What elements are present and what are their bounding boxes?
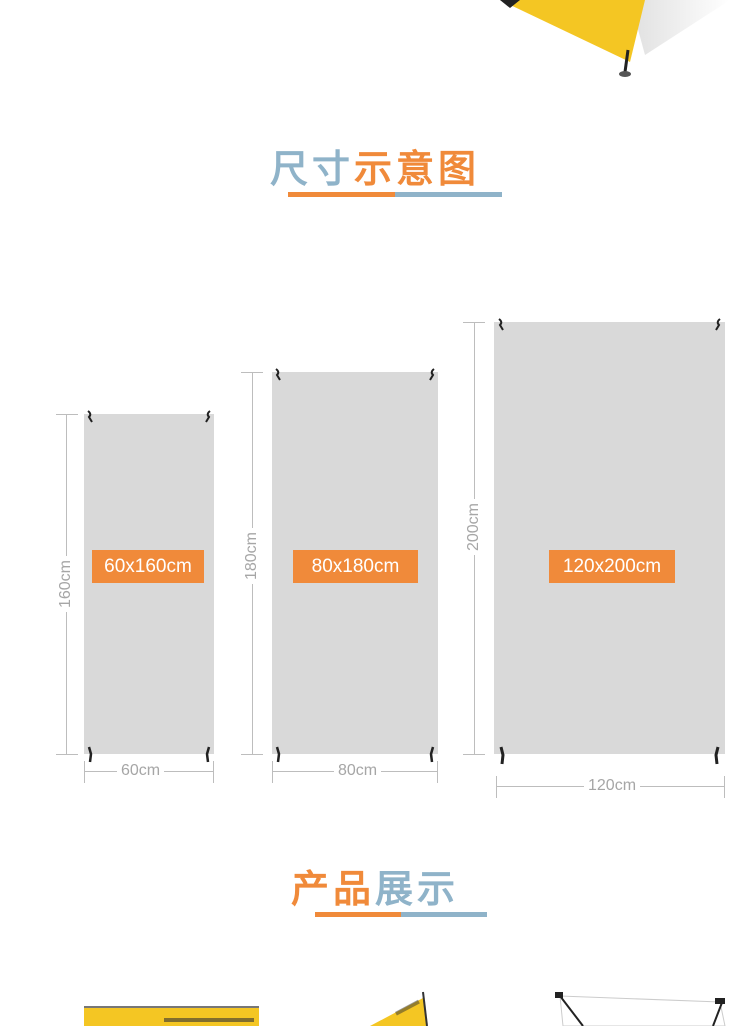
product-photo-right bbox=[555, 992, 730, 1026]
corner-hook-icon bbox=[428, 746, 436, 763]
banner-120x200 bbox=[494, 322, 725, 754]
size-title-part1: 尺寸 bbox=[269, 147, 354, 191]
corner-hook-icon bbox=[86, 410, 94, 424]
product-title-underline-blue bbox=[401, 912, 487, 917]
corner-hook-icon bbox=[497, 318, 505, 332]
width-dim-text: 120cm bbox=[584, 777, 641, 795]
height-dim-tick bbox=[56, 414, 78, 415]
height-dim-text: 180cm bbox=[241, 528, 263, 584]
banner-size-label: 80x180cm bbox=[293, 550, 418, 583]
corner-hook-icon bbox=[714, 318, 722, 332]
width-dim-text: 60cm bbox=[117, 762, 165, 780]
corner-hook-icon bbox=[274, 746, 282, 763]
height-dim-text: 200cm bbox=[463, 499, 485, 555]
width-dim-tick bbox=[724, 776, 725, 798]
corner-hook-icon bbox=[498, 746, 506, 765]
top-product-photo bbox=[480, 0, 750, 85]
product-photo-left bbox=[84, 1006, 259, 1026]
product-title-part2: 展示 bbox=[375, 867, 460, 911]
height-dim-tick bbox=[56, 754, 78, 755]
size-title-underline-blue bbox=[395, 192, 502, 197]
height-dim-tick bbox=[463, 754, 485, 755]
width-dim-tick bbox=[272, 761, 273, 783]
width-dim-tick bbox=[496, 776, 497, 798]
width-dim-tick bbox=[84, 761, 85, 783]
banner-size-label: 120x200cm bbox=[549, 550, 675, 583]
corner-hook-icon bbox=[86, 746, 94, 763]
corner-hook-icon bbox=[204, 746, 212, 763]
size-title-part2: 示意图 bbox=[354, 147, 481, 191]
corner-hook-icon bbox=[428, 368, 436, 382]
product-section-title: 产品展示 bbox=[0, 866, 750, 912]
banner-60x160 bbox=[84, 414, 214, 754]
product-photo-middle bbox=[365, 990, 445, 1026]
width-dim-tick bbox=[437, 761, 438, 783]
product-title-underline-orange bbox=[315, 912, 401, 917]
height-dim-tick bbox=[241, 754, 263, 755]
size-title-underline-orange bbox=[288, 192, 395, 197]
product-title-part1: 产品 bbox=[290, 867, 375, 911]
height-dim-tick bbox=[463, 322, 485, 323]
corner-hook-icon bbox=[713, 746, 721, 765]
corner-hook-icon bbox=[204, 410, 212, 424]
size-section-title: 尺寸示意图 bbox=[0, 146, 750, 192]
width-dim-tick bbox=[213, 761, 214, 783]
banner-size-label: 60x160cm bbox=[92, 550, 204, 583]
height-dim-tick bbox=[241, 372, 263, 373]
height-dim-text: 160cm bbox=[55, 556, 77, 612]
corner-hook-icon bbox=[274, 368, 282, 382]
width-dim-text: 80cm bbox=[334, 762, 382, 780]
